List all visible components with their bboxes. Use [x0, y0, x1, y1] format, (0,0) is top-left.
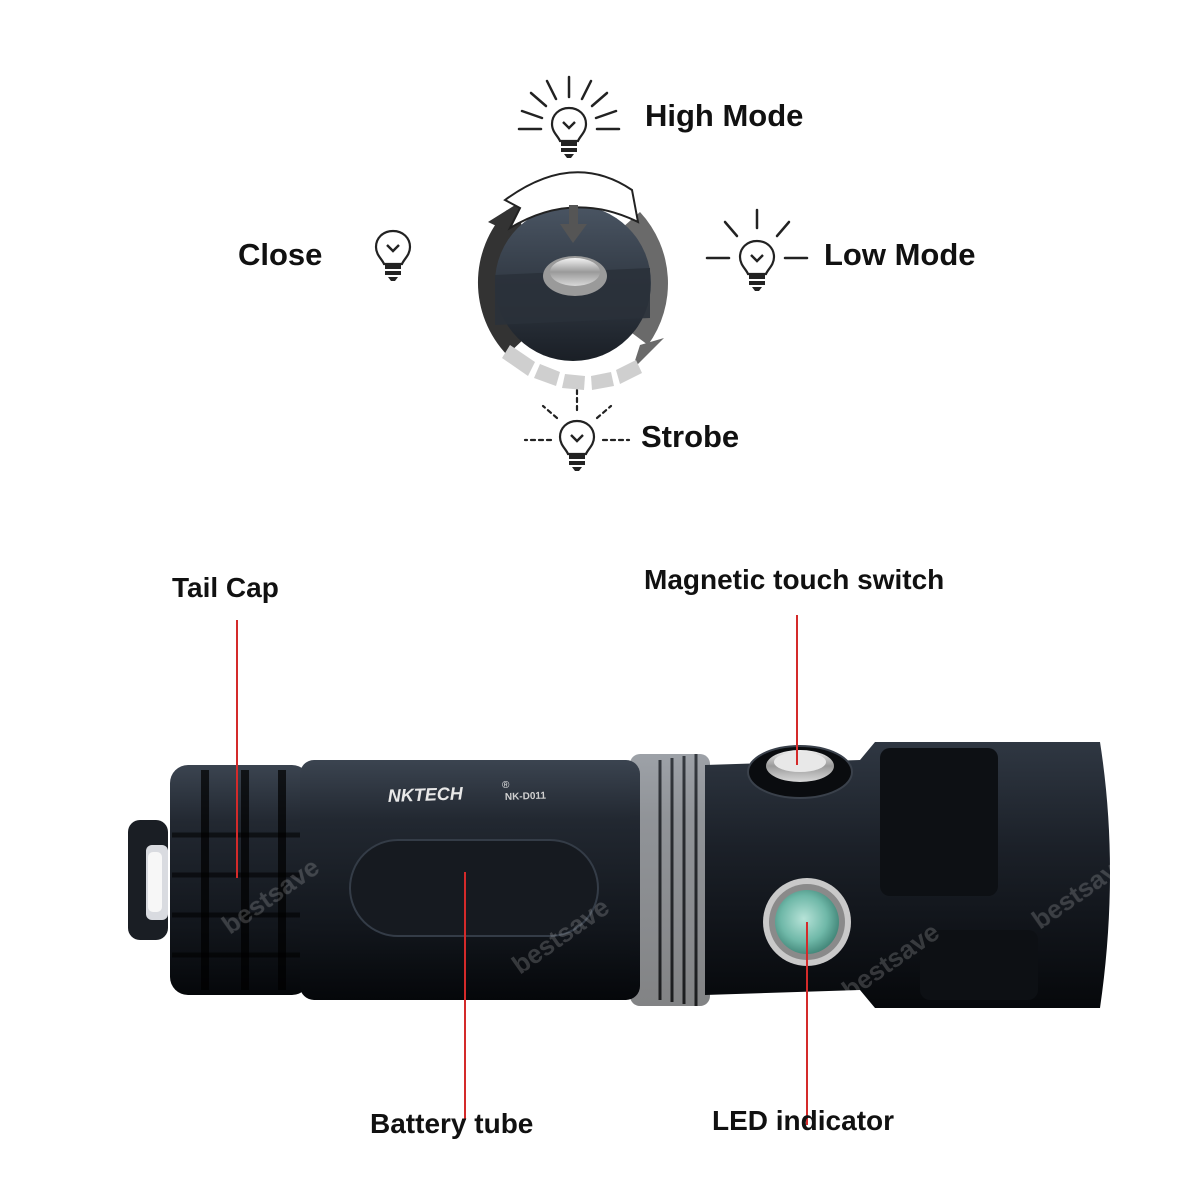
led-indicator-label: LED indicator: [712, 1105, 895, 1136]
strobe-label: Strobe: [641, 419, 740, 454]
registered-mark: ®: [502, 780, 510, 791]
tail-cap-label: Tail Cap: [172, 572, 279, 603]
rotation-arrow-icon: [503, 171, 640, 231]
flashlight: NKTECH ® NK-D011 bestsave bestsave bests…: [128, 742, 1135, 1008]
strobe-bulb-icon: [523, 388, 631, 473]
high-mode-bulb-icon: [517, 75, 621, 160]
mode-switch-illustration: [477, 171, 668, 390]
brand-logo: NKTECH: [387, 783, 464, 806]
close-label: Close: [238, 237, 323, 272]
battery-tube-label: Battery tube: [370, 1108, 534, 1139]
model-number: NK-D011: [505, 791, 547, 803]
callout-lines: [236, 615, 808, 1125]
magnetic-touch-switch-label: Magnetic touch switch: [644, 564, 945, 595]
low-mode-bulb-icon: [705, 208, 809, 293]
magnetic-touch-switch: [747, 745, 853, 799]
press-arrow-icon: [560, 205, 587, 243]
high-mode-label: High Mode: [645, 98, 804, 133]
close-bulb-icon: [374, 229, 412, 283]
rotation-segments: [502, 345, 642, 390]
low-mode-label: Low Mode: [824, 237, 976, 272]
